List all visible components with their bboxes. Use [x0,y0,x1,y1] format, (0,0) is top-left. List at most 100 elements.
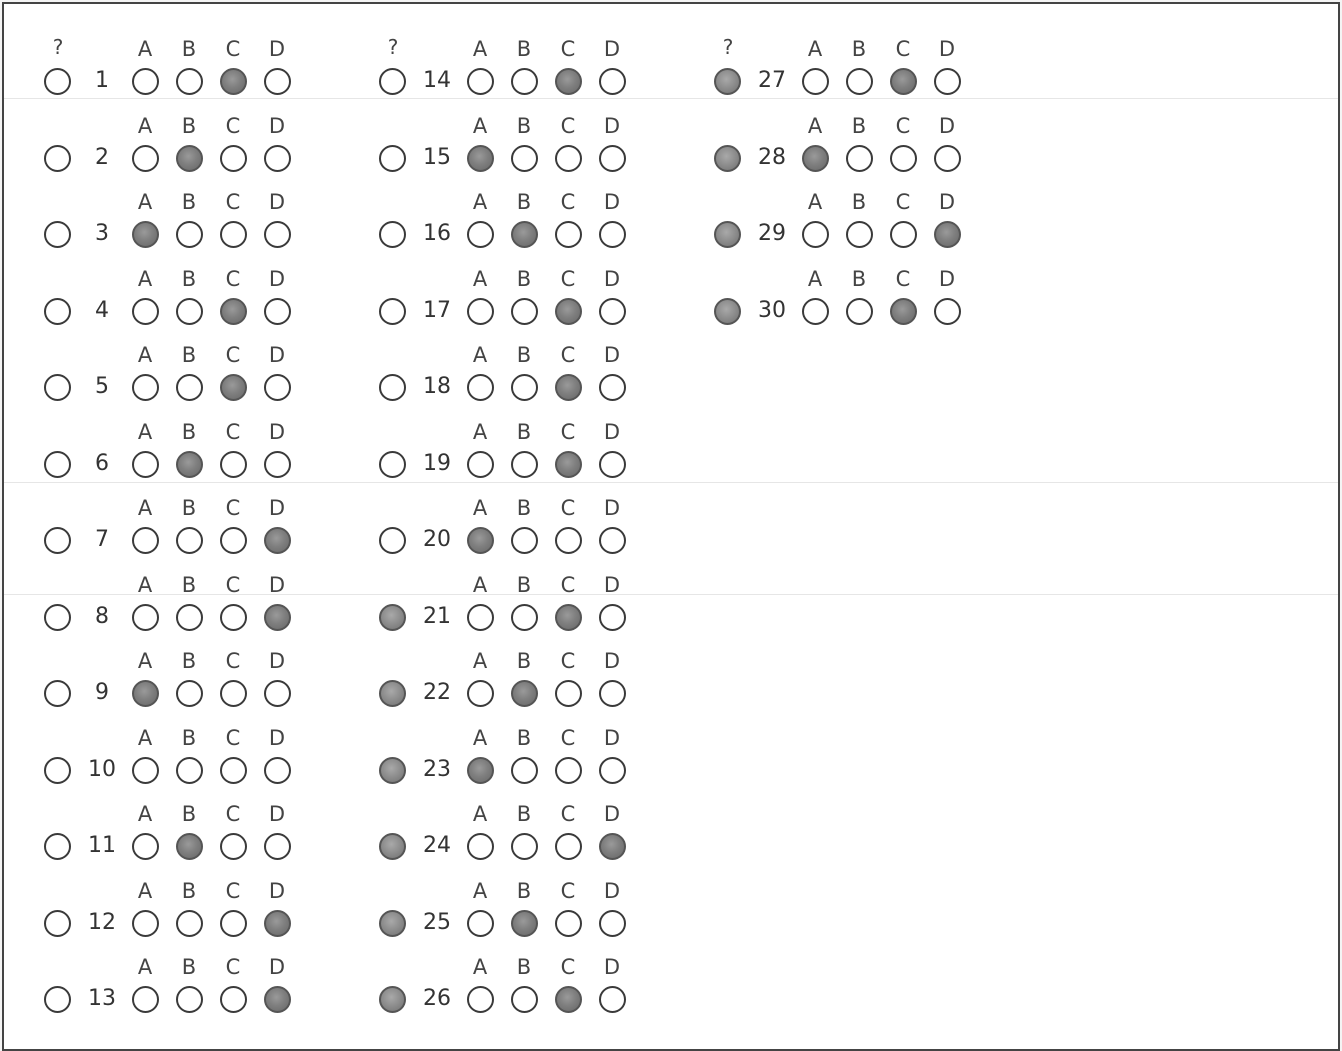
answer-bubble-c[interactable] [220,527,247,554]
answer-bubble-d[interactable] [599,603,626,631]
answer-bubble-d[interactable] [264,680,291,707]
answer-bubble-b[interactable] [511,68,538,95]
unsure-bubble[interactable] [379,374,406,401]
answer-bubble-b[interactable] [176,374,203,401]
unsure-bubble[interactable] [379,986,406,1013]
answer-bubble-d[interactable] [599,68,626,95]
unsure-bubble[interactable] [44,68,71,95]
answer-bubble-b[interactable] [511,221,538,248]
unsure-bubble[interactable] [714,297,741,325]
answer-bubble-c[interactable] [555,527,582,554]
answer-bubble-a[interactable] [467,450,494,478]
answer-bubble-a[interactable] [467,680,494,707]
answer-bubble-a[interactable] [802,144,829,172]
answer-bubble-b[interactable] [176,450,203,478]
answer-bubble-a[interactable] [467,603,494,631]
answer-bubble-c[interactable] [220,909,247,937]
unsure-bubble[interactable] [714,144,741,172]
answer-bubble-b[interactable] [176,756,203,784]
answer-bubble-c[interactable] [555,756,582,784]
answer-bubble-a[interactable] [802,297,829,325]
answer-bubble-d[interactable] [264,909,291,937]
answer-bubble-c[interactable] [555,144,582,172]
unsure-bubble[interactable] [714,68,741,95]
answer-bubble-c[interactable] [555,833,582,860]
answer-bubble-b[interactable] [176,297,203,325]
answer-bubble-d[interactable] [599,450,626,478]
answer-bubble-d[interactable] [599,374,626,401]
unsure-bubble[interactable] [44,374,71,401]
answer-bubble-b[interactable] [846,68,873,95]
answer-bubble-a[interactable] [802,68,829,95]
answer-bubble-b[interactable] [176,680,203,707]
answer-bubble-c[interactable] [555,221,582,248]
answer-bubble-a[interactable] [132,221,159,248]
answer-bubble-a[interactable] [132,297,159,325]
answer-bubble-b[interactable] [511,680,538,707]
unsure-bubble[interactable] [379,297,406,325]
answer-bubble-c[interactable] [220,603,247,631]
answer-bubble-d[interactable] [599,680,626,707]
answer-bubble-b[interactable] [176,833,203,860]
answer-bubble-d[interactable] [934,297,961,325]
answer-bubble-b[interactable] [176,221,203,248]
answer-bubble-c[interactable] [555,909,582,937]
unsure-bubble[interactable] [379,680,406,707]
answer-bubble-a[interactable] [467,909,494,937]
answer-bubble-a[interactable] [132,374,159,401]
answer-bubble-a[interactable] [132,986,159,1013]
answer-bubble-c[interactable] [555,603,582,631]
answer-bubble-d[interactable] [599,527,626,554]
answer-bubble-b[interactable] [511,527,538,554]
unsure-bubble[interactable] [379,450,406,478]
answer-bubble-d[interactable] [599,144,626,172]
unsure-bubble[interactable] [44,527,71,554]
answer-bubble-a[interactable] [467,833,494,860]
unsure-bubble[interactable] [44,603,71,631]
answer-bubble-c[interactable] [220,221,247,248]
answer-bubble-c[interactable] [555,986,582,1013]
answer-bubble-a[interactable] [132,144,159,172]
answer-bubble-c[interactable] [890,144,917,172]
answer-bubble-a[interactable] [467,374,494,401]
answer-bubble-b[interactable] [176,144,203,172]
answer-bubble-d[interactable] [264,450,291,478]
answer-bubble-b[interactable] [511,297,538,325]
answer-bubble-b[interactable] [176,68,203,95]
answer-bubble-a[interactable] [132,756,159,784]
answer-bubble-a[interactable] [467,68,494,95]
answer-bubble-a[interactable] [132,909,159,937]
answer-bubble-b[interactable] [176,909,203,937]
answer-bubble-d[interactable] [599,986,626,1013]
answer-bubble-d[interactable] [264,221,291,248]
answer-bubble-c[interactable] [555,450,582,478]
answer-bubble-a[interactable] [467,527,494,554]
answer-bubble-c[interactable] [220,680,247,707]
answer-bubble-c[interactable] [555,680,582,707]
unsure-bubble[interactable] [44,450,71,478]
unsure-bubble[interactable] [44,680,71,707]
answer-bubble-b[interactable] [511,450,538,478]
answer-bubble-d[interactable] [934,144,961,172]
answer-bubble-d[interactable] [599,297,626,325]
answer-bubble-c[interactable] [890,221,917,248]
unsure-bubble[interactable] [44,986,71,1013]
answer-bubble-b[interactable] [846,144,873,172]
unsure-bubble[interactable] [44,909,71,937]
unsure-bubble[interactable] [44,833,71,860]
answer-bubble-c[interactable] [890,297,917,325]
answer-bubble-a[interactable] [132,603,159,631]
unsure-bubble[interactable] [44,297,71,325]
answer-bubble-d[interactable] [264,68,291,95]
unsure-bubble[interactable] [379,603,406,631]
answer-bubble-a[interactable] [467,221,494,248]
answer-bubble-b[interactable] [511,144,538,172]
unsure-bubble[interactable] [44,144,71,172]
answer-bubble-b[interactable] [511,603,538,631]
answer-bubble-a[interactable] [132,527,159,554]
unsure-bubble[interactable] [379,756,406,784]
answer-bubble-c[interactable] [220,68,247,95]
answer-bubble-b[interactable] [846,221,873,248]
unsure-bubble[interactable] [379,68,406,95]
answer-bubble-d[interactable] [264,756,291,784]
